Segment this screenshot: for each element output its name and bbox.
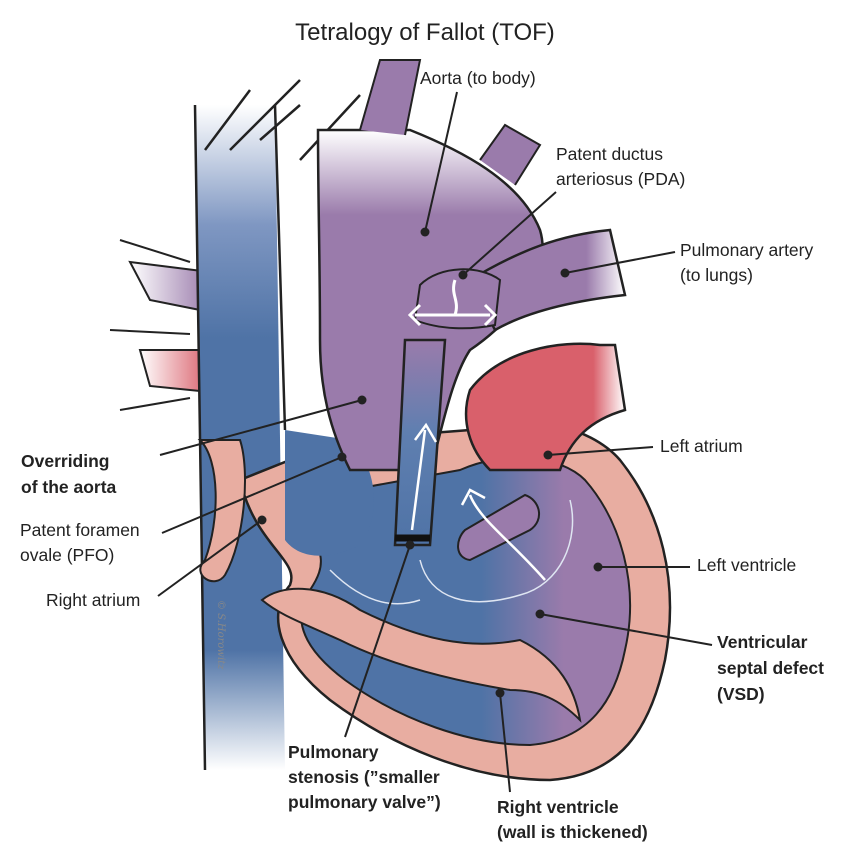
label-right-ventricle-line1: Right ventricle: [497, 797, 619, 817]
diagram-title: Tetralogy of Fallot (TOF): [295, 19, 555, 46]
label-pulmonary-artery-line2: (to lungs): [680, 265, 753, 285]
label-left-atrium: Left atrium: [660, 436, 743, 456]
leader-lines: [157, 91, 713, 793]
vena-cava: [195, 105, 285, 770]
label-pulmonary-stenosis-line2: stenosis (”smaller: [288, 767, 440, 787]
label-overriding-aorta-line2: of the aorta: [21, 477, 117, 497]
label-right-ventricle-line2: (wall is thickened): [497, 822, 648, 842]
artist-signature: © S.Horowitz: [215, 600, 226, 670]
brachiocephalic-branches: [204, 79, 361, 161]
left-atrium: [464, 342, 627, 472]
label-pfo-line1: Patent foramen: [20, 520, 140, 540]
label-left-ventricle: Left ventricle: [697, 555, 796, 575]
flow-arrow-lv: [460, 488, 546, 581]
label-pulmonary-artery-line1: Pulmonary artery: [680, 240, 813, 260]
septum-wall: [260, 587, 582, 723]
label-pulmonary-stenosis-line1: Pulmonary: [288, 742, 379, 762]
label-pfo-line2: ovale (PFO): [20, 545, 114, 565]
left-vessel-lines: [109, 239, 191, 411]
label-vsd-line2: septal defect: [717, 658, 824, 678]
aortic-branches: [359, 59, 542, 186]
aortic-outflow-cone: [457, 493, 540, 562]
pda-arrows: [407, 279, 498, 327]
trunk-flow-arrow: [410, 422, 438, 531]
flow-curves: [329, 499, 574, 605]
label-right-atrium: Right atrium: [46, 590, 140, 610]
pda-vessel: [413, 268, 502, 330]
pulmonary-trunk: [393, 338, 447, 547]
right-atrium-wall: [197, 439, 246, 583]
label-pda-line1: Patent ductus: [556, 144, 663, 164]
label-aorta: Aorta (to body): [420, 68, 536, 88]
label-vsd-line1: Ventricular: [717, 632, 808, 652]
label-vsd-line3: (VSD): [717, 684, 765, 704]
label-pda-line2: arteriosus (PDA): [556, 169, 685, 189]
label-pulmonary-stenosis-line3: pulmonary valve”): [288, 792, 441, 812]
label-overriding-aorta-line1: Overriding: [21, 451, 110, 471]
